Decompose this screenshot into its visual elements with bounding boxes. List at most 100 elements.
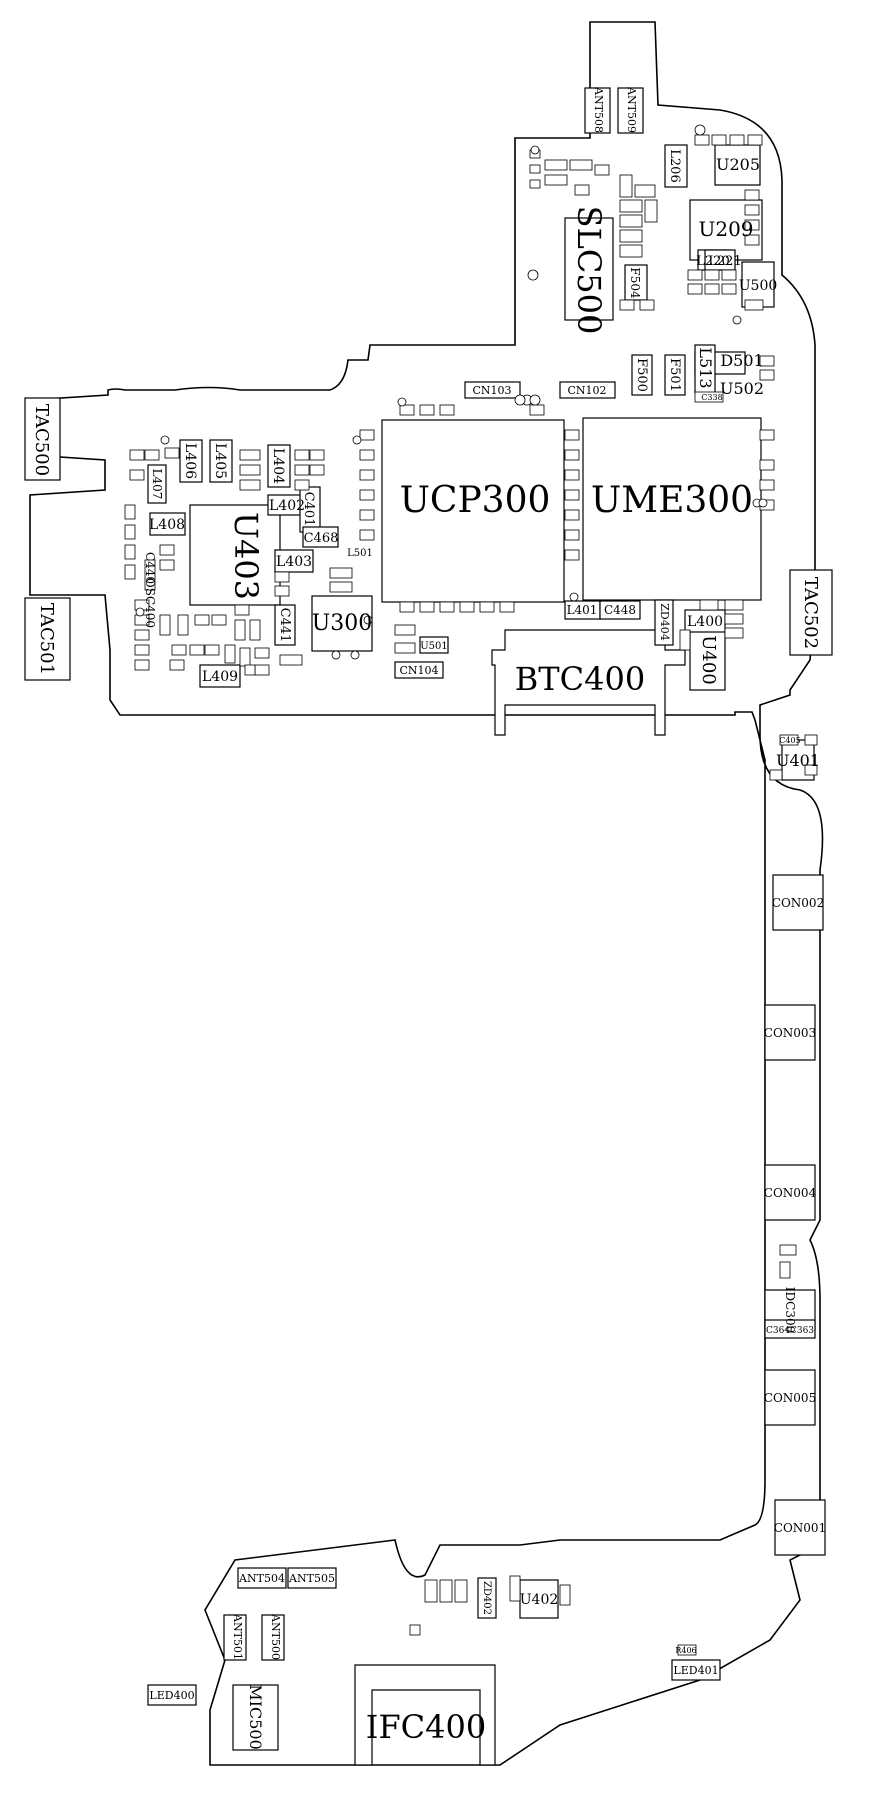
f501-box xyxy=(664,354,686,396)
l409-label: L409 xyxy=(202,669,238,685)
ant501-label: ANT501 xyxy=(231,1613,244,1660)
con004-box xyxy=(764,1164,816,1221)
l408-box xyxy=(149,512,186,536)
c338-label: C338 xyxy=(701,393,722,402)
board-outline xyxy=(29,21,824,1766)
cn104-box xyxy=(394,661,444,679)
l409-box xyxy=(199,664,241,688)
ifc400-label: IFC400 xyxy=(366,1708,486,1746)
l403-label: L403 xyxy=(276,554,312,570)
l206-label: L206 xyxy=(667,149,682,182)
ant504-label: ANT504 xyxy=(238,1572,285,1585)
l501-label: L501 xyxy=(347,548,373,559)
l405-box xyxy=(209,439,233,483)
l405-label: L405 xyxy=(212,443,228,479)
cn103-label: CN103 xyxy=(472,384,511,397)
ant508-box xyxy=(584,87,611,134)
led401-box xyxy=(671,1659,721,1681)
ant501-box xyxy=(223,1614,247,1661)
u502-label: U502 xyxy=(720,379,764,398)
f501-label: F501 xyxy=(667,358,682,392)
u400-chip xyxy=(689,629,726,691)
zd404-box xyxy=(654,599,674,646)
osc400-label: OSC400 xyxy=(143,578,157,628)
c468-label: C468 xyxy=(304,531,339,546)
zd402-box xyxy=(477,1577,497,1619)
tac502-label: TAC502 xyxy=(800,577,821,649)
con005-label: CON005 xyxy=(764,1391,816,1405)
u300-label: U300 xyxy=(312,611,373,636)
con003-box xyxy=(764,1004,816,1061)
f504-box xyxy=(624,264,648,301)
cn104-label: CN104 xyxy=(399,664,438,677)
slc500-label: SLC500 xyxy=(570,206,608,335)
l408-label: L408 xyxy=(149,517,185,533)
ant505-box xyxy=(287,1567,337,1589)
u402-chip xyxy=(519,1579,559,1619)
f500-box xyxy=(631,354,653,396)
u501-label: U501 xyxy=(420,641,448,652)
l221-label: L221 xyxy=(708,254,741,269)
c441-label: C441 xyxy=(277,608,292,643)
c405-label: C405 xyxy=(779,736,800,745)
cn102-label: CN102 xyxy=(567,384,606,397)
u501-box xyxy=(419,636,449,654)
l403-box xyxy=(274,549,314,573)
c363-label: C363 xyxy=(790,1326,814,1336)
led400-box xyxy=(147,1684,197,1706)
ifc400-connector xyxy=(354,1664,496,1766)
u402-label: U402 xyxy=(520,1592,559,1608)
slc500-chip xyxy=(564,217,614,321)
u205-chip xyxy=(714,144,761,186)
mic500-box xyxy=(232,1684,279,1751)
small-round-parts xyxy=(135,124,768,660)
r406-label: R406 xyxy=(675,1646,696,1655)
con003-label: CON003 xyxy=(764,1026,816,1040)
u400-label: U400 xyxy=(698,635,719,685)
mic500-label: MIC500 xyxy=(246,1684,265,1749)
led400-label: LED400 xyxy=(149,1689,194,1702)
l404-box xyxy=(267,444,291,488)
l406-label: L406 xyxy=(182,443,198,479)
u401-label: U401 xyxy=(776,751,820,770)
d501-label: D501 xyxy=(720,351,763,370)
con004-label: CON004 xyxy=(764,1186,817,1200)
led401-label: LED401 xyxy=(673,1664,718,1677)
l406-box xyxy=(179,439,203,483)
l401-label: L401 xyxy=(567,603,598,617)
cn103-box xyxy=(464,381,521,399)
con001-box xyxy=(774,1499,826,1556)
ume300-label: UME300 xyxy=(591,480,753,521)
l400-label: L400 xyxy=(687,614,723,630)
ant500-box xyxy=(261,1614,285,1661)
small-components xyxy=(124,134,818,1656)
ant509-label: ANT509 xyxy=(625,86,638,133)
c468-box xyxy=(302,526,339,548)
l206-box xyxy=(664,144,688,188)
idc300-label: IDC300 xyxy=(783,1287,797,1333)
u403-chip xyxy=(189,504,281,606)
l402-label: L402 xyxy=(269,498,305,514)
c364-label: C364 xyxy=(766,1326,790,1336)
btc400-label: BTC400 xyxy=(515,660,645,698)
tac501-label: TAC501 xyxy=(36,603,57,675)
tac500-label: TAC500 xyxy=(31,404,52,476)
ant500-label: ANT500 xyxy=(269,1613,282,1660)
c440-label: C440 xyxy=(143,552,157,584)
tac500-box xyxy=(24,397,61,481)
f500-label: F500 xyxy=(634,358,649,392)
u209-label: U209 xyxy=(698,217,753,241)
tac501-box xyxy=(24,597,71,681)
ant504-box xyxy=(237,1567,287,1589)
con002-box xyxy=(772,874,824,931)
u205-label: U205 xyxy=(716,155,760,174)
l513-label: L513 xyxy=(696,347,715,388)
ucp300-label: UCP300 xyxy=(400,480,551,521)
l407-label: L407 xyxy=(150,469,164,500)
l220-label: L220 xyxy=(696,254,729,269)
con001-label: CON001 xyxy=(774,1521,826,1535)
con005-box xyxy=(764,1369,816,1426)
ucp300-chip xyxy=(381,419,565,603)
c448-box xyxy=(599,600,641,620)
zd402-label: ZD402 xyxy=(481,1581,492,1615)
